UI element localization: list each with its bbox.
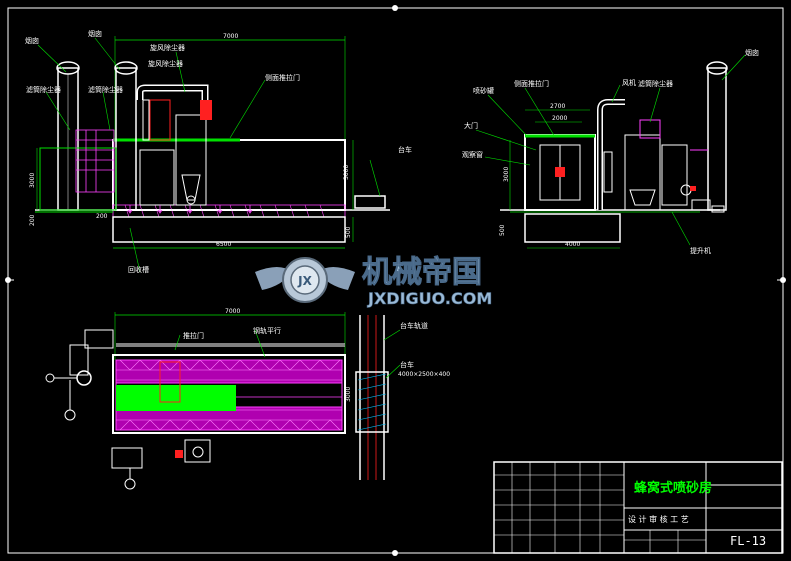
label-front-filter-left: 滤筒除尘器 [26, 85, 61, 94]
label-side-view-window: 观察窗 [462, 150, 483, 159]
front-base-dim: 200 [96, 213, 108, 220]
front-chimney-2 [115, 67, 137, 211]
label-front-car: 台车 [398, 145, 412, 154]
label-front-filter-right: 滤筒除尘器 [88, 85, 123, 94]
label-plan-rail-note: 钢轨平行 [253, 326, 281, 335]
label-side-dust: 滤筒除尘器 [638, 79, 673, 88]
watermark-cn: 机械帝国 [362, 255, 482, 290]
front-pit [112, 216, 346, 243]
label-plan-door: 推拉门 [183, 331, 204, 340]
label-front-chimney-2: 烟囱 [88, 29, 102, 38]
front-base-left: 200 [29, 214, 36, 226]
front-height-left: 3000 [29, 173, 36, 188]
title-block-row: 设 计 审 核 工 艺 [628, 514, 689, 524]
label-side-bigdoor: 大门 [464, 121, 478, 130]
label-front-chimney-1: 烟囱 [25, 36, 39, 45]
front-bottom-dim: 6500 [216, 241, 231, 248]
label-side-sandtank: 喷砂罐 [473, 86, 494, 95]
side-inner-dim: 2000 [552, 115, 567, 122]
side-elevation: 2700 2000 4000 3000 500 [462, 48, 759, 255]
label-front-door: 侧面推拉门 [265, 73, 300, 82]
front-filter-box [39, 147, 117, 211]
label-front-recycle: 回收槽 [128, 265, 149, 274]
plan-car [116, 385, 236, 411]
side-pit [524, 213, 621, 243]
label-side-door: 侧面推拉门 [514, 79, 549, 88]
label-front-cyclone-2: 旋风除尘器 [148, 59, 183, 68]
watermark-en: JXDIGUO.COM [367, 289, 492, 308]
label-side-fan: 风机 [622, 78, 636, 87]
plan-car-side [355, 371, 389, 433]
label-side-chimney: 烟囱 [745, 48, 759, 57]
plan-top-dim: 7000 [225, 308, 240, 315]
plan-view: 7000 3000 [45, 308, 450, 490]
title-block: 蜂窝式喷砂房 设 计 审 核 工 艺 FL-13 [493, 461, 783, 554]
drawing-number: FL-13 [730, 534, 766, 548]
side-height-dim: 3000 [503, 167, 510, 182]
label-front-cyclone: 旋风除尘器 [150, 43, 185, 52]
side-pit-dim: 500 [499, 224, 506, 236]
side-top-dim: 2700 [550, 103, 565, 110]
plan-width-dim: 3000 [345, 387, 352, 402]
border-marker-bottom [392, 550, 398, 556]
front-top-dim: 7000 [223, 33, 238, 40]
front-height-right: 3000 [343, 165, 350, 180]
drawing-title: 蜂窝式喷砂房 [634, 480, 712, 496]
side-bottom-dim: 4000 [565, 241, 580, 248]
border-marker-top [392, 5, 398, 11]
front-pit-dim: 500 [345, 226, 352, 238]
plan-booth [112, 354, 346, 434]
watermark-logo-letters: JX [297, 274, 312, 288]
side-chimney [707, 67, 727, 211]
front-elevation: 7000 6500 3000 500 3000 200 200 [25, 29, 412, 274]
label-plan-car-size: 4000×2500×400 [398, 371, 450, 378]
front-car [354, 195, 386, 209]
label-plan-car: 台车 [400, 360, 414, 369]
watermark: JX 机械帝国 JXDIGUO.COM [255, 255, 493, 308]
label-plan-car-rail: 台车轨道 [400, 321, 428, 330]
label-side-conveyor: 提升机 [690, 246, 711, 255]
